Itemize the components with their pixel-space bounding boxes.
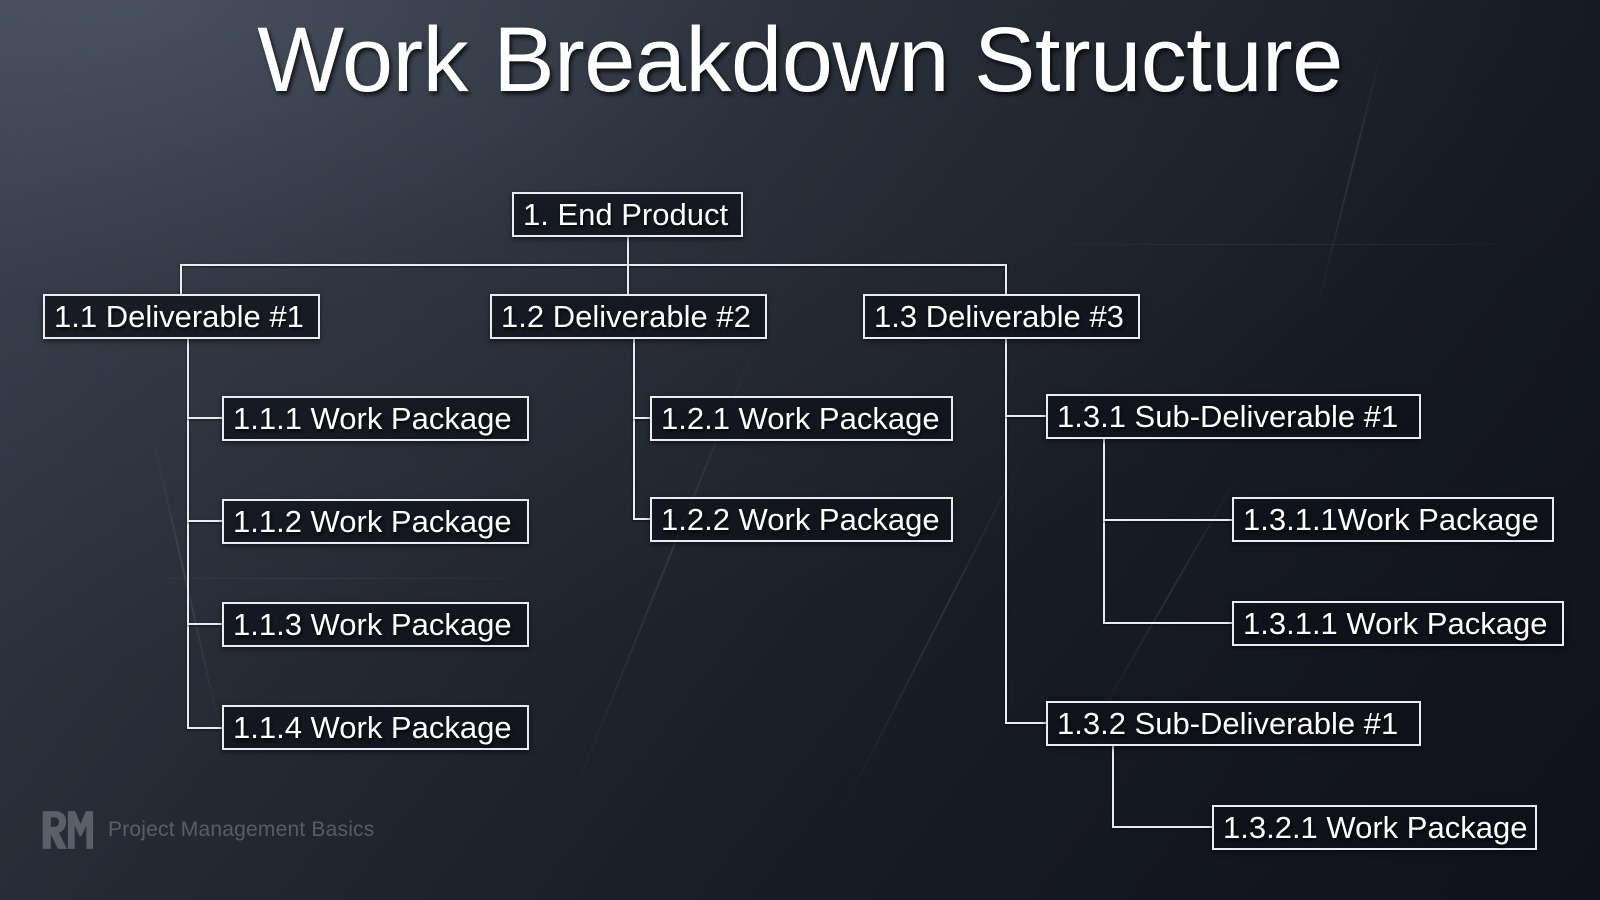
wbs-node-work-package-1-1-2[interactable]: 1.1.2 Work Package (222, 499, 529, 544)
wbs-node-work-package-1-1-1[interactable]: 1.1.1 Work Package (222, 396, 529, 441)
connector-spine-1-3-1 (1103, 439, 1105, 623)
connector-drop-to-1-3 (1005, 264, 1007, 294)
connector-stub-1-3-2-1 (1112, 826, 1212, 828)
wbs-node-label: 1.3.1.1 Work Package (1243, 606, 1548, 641)
wbs-node-deliverable-3[interactable]: 1.3 Deliverable #3 (863, 294, 1140, 339)
wbs-node-work-package-1-1-4[interactable]: 1.1.4 Work Package (222, 705, 529, 750)
wbs-node-label: 1.1.4 Work Package (233, 710, 512, 745)
wbs-node-deliverable-2[interactable]: 1.2 Deliverable #2 (490, 294, 767, 339)
wbs-node-work-package-1-3-1-1b[interactable]: 1.3.1.1 Work Package (1232, 601, 1564, 646)
connector-stub-1-3-1-1a (1103, 519, 1232, 521)
wbs-node-sub-deliverable-1-3-1[interactable]: 1.3.1 Sub-Deliverable #1 (1046, 394, 1421, 439)
connector-stub-1-3-2 (1005, 722, 1046, 724)
wbs-node-label: 1.2.2 Work Package (661, 502, 940, 537)
wbs-node-work-package-1-1-3[interactable]: 1.1.3 Work Package (222, 602, 529, 647)
connector-stub-1-2-1 (633, 417, 650, 419)
page-title: Work Breakdown Structure (257, 9, 1343, 111)
connector-stub-1-1-4 (187, 727, 222, 729)
connector-stub-1-1-2 (187, 520, 222, 522)
connector-spine-1-2 (633, 339, 635, 519)
connector-stub-1-2-2 (633, 518, 650, 520)
connector-spine-1-3-2 (1112, 746, 1114, 827)
wbs-node-label: 1.3.2.1 Work Package (1223, 810, 1528, 845)
watermark-brand: Project Management Basics (108, 818, 375, 841)
connector-drop-to-1-1 (180, 264, 182, 294)
connector-root-stem (627, 237, 629, 265)
wbs-node-work-package-1-2-1[interactable]: 1.2.1 Work Package (650, 396, 953, 441)
wbs-node-work-package-1-3-2-1[interactable]: 1.3.2.1 Work Package (1212, 805, 1537, 850)
wbs-node-label: 1. End Product (523, 197, 729, 232)
wbs-node-label: 1.3.1.1Work Package (1243, 502, 1539, 537)
watermark: Project Management Basics (40, 808, 374, 852)
wbs-node-deliverable-1[interactable]: 1.1 Deliverable #1 (43, 294, 320, 339)
connector-spine-1-1 (187, 339, 189, 729)
wbs-node-label: 1.3 Deliverable #3 (874, 299, 1124, 334)
connector-stub-1-3-1 (1005, 415, 1046, 417)
wbs-node-work-package-1-3-1-1a[interactable]: 1.3.1.1Work Package (1232, 497, 1554, 542)
wbs-node-label: 1.1.1 Work Package (233, 401, 512, 436)
wbs-node-label: 1.2.1 Work Package (661, 401, 940, 436)
wbs-node-label: 1.1.3 Work Package (233, 607, 512, 642)
wbs-node-end-product[interactable]: 1. End Product (512, 192, 743, 237)
wbs-node-label: 1.2 Deliverable #2 (501, 299, 751, 334)
wbs-node-label: 1.1.2 Work Package (233, 504, 512, 539)
connector-stub-1-1-3 (187, 623, 222, 625)
wbs-node-sub-deliverable-1-3-2[interactable]: 1.3.2 Sub-Deliverable #1 (1046, 701, 1421, 746)
rmr-monogram-logo (42, 811, 94, 849)
wbs-node-label: 1.1 Deliverable #1 (54, 299, 304, 334)
connector-level1-trunk (180, 264, 1007, 266)
wbs-node-work-package-1-2-2[interactable]: 1.2.2 Work Package (650, 497, 953, 542)
connector-spine-1-3 (1005, 339, 1007, 724)
wbs-node-label: 1.3.2 Sub-Deliverable #1 (1057, 706, 1399, 741)
connector-stub-1-3-1-1b (1103, 622, 1232, 624)
connector-stub-1-1-1 (187, 417, 222, 419)
connector-drop-to-1-2 (627, 264, 629, 294)
wbs-node-label: 1.3.1 Sub-Deliverable #1 (1057, 399, 1399, 434)
